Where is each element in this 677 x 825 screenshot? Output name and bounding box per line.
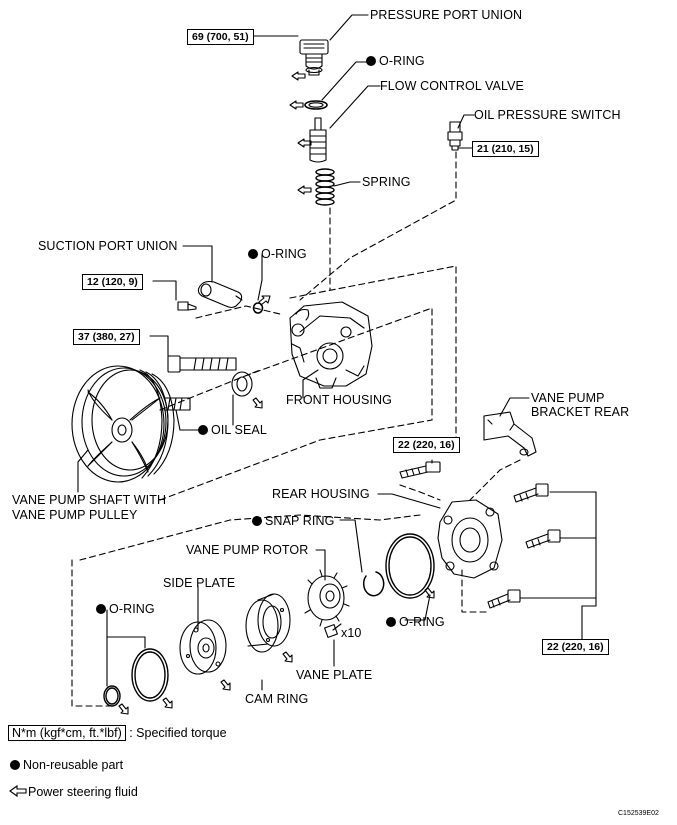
o-ring-left-large [131,648,169,702]
leader-lines [77,14,597,691]
label-o-ring-suction: O-RING [248,247,307,261]
front-housing [289,301,373,389]
label-suction-port-union: SUCTION PORT UNION [38,239,178,253]
non-reusable-dot-icon [366,56,376,66]
label-vane-pump-shaft-2: VANE PUMP PULLEY [12,508,138,522]
suction-bolt [177,301,197,311]
vane-plate [324,624,338,638]
label-vane-pump-bracket-rear-1: VANE PUMP [531,391,605,405]
fluid-arrow [289,100,304,110]
alignment-lines [71,151,521,707]
non-reusable-dot-icon [252,516,262,526]
label-pressure-port-union: PRESSURE PORT UNION [370,8,523,22]
label-snap-ring: SNAP RING [252,514,334,528]
label-vane-plate: VANE PLATE [296,668,373,682]
legend-torque: N*m (kgf*cm, ft.*lbf) : Specified torque [8,725,227,741]
torque-rear-bolts-right: 22 (220, 16) [542,639,609,655]
legend-fluid: Power steering fluid [28,785,138,799]
torque-pressure-port: 69 (700, 51) [187,29,254,45]
rear-bolt-left [399,461,441,479]
label-vane-pump-shaft-1: VANE PUMP SHAFT WITH [12,493,167,507]
label-vane-pump-bracket-rear-2: BRACKET REAR [531,405,630,419]
rear-housing [437,499,503,579]
figure-code: C152539E02 [618,810,659,817]
flow-control-valve [309,117,327,163]
label-oil-pressure-switch: OIL PRESSURE SWITCH [474,108,621,122]
rear-bolts-right [487,483,561,609]
non-reusable-dot-icon [248,249,258,259]
legend-torque-box: N*m (kgf*cm, ft.*lbf) [8,725,126,741]
fluid-arrow [297,185,312,195]
fluid-arrow [162,697,173,709]
vane-pump-pulley [71,365,175,483]
fluid-arrow [297,138,312,148]
non-reusable-dot-icon [386,617,396,627]
vane-pump-shaft [163,397,191,411]
label-cam-ring: CAM RING [245,692,309,706]
o-ring-top [304,100,328,110]
label-front-housing: FRONT HOUSING [286,393,392,407]
fluid-arrow [118,703,129,715]
fluid-arrow [252,397,263,409]
suction-port-union [197,280,243,309]
cam-ring [245,593,291,653]
legend-non-reusable: Non-reusable part [10,758,123,772]
torque-rear-bolt-left: 22 (220, 16) [393,437,460,453]
torque-long-bolt: 37 (380, 27) [73,329,140,345]
fluid-arrow [220,679,231,691]
vane-pump-rotor [304,569,350,627]
legend-torque-desc: : Specified torque [129,726,227,740]
label-o-ring-left: O-RING [96,602,155,616]
fluid-arrow [291,71,306,81]
fluid-arrow [258,295,271,306]
o-ring-suction [252,302,264,314]
label-spring: SPRING [362,175,411,189]
vane-pump-bracket-rear [483,411,537,457]
non-reusable-dot-icon [10,760,20,770]
non-reusable-dot-icon [198,425,208,435]
snap-ring [362,571,385,597]
spring [315,168,335,206]
label-oil-seal: OIL SEAL [198,423,267,437]
fluid-arrow [424,587,435,599]
oil-seal [231,371,253,397]
side-plate [179,619,227,675]
oil-pressure-switch [447,121,463,151]
o-ring-left-small [103,685,121,707]
torque-suction-bolt: 12 (120, 9) [82,274,143,290]
label-vane-pump-rotor: VANE PUMP ROTOR [186,543,309,557]
torque-oil-switch: 21 (210, 15) [472,141,539,157]
pressure-port-union [299,39,329,76]
label-o-ring-top: O-RING [366,54,425,68]
o-ring-right [385,533,435,599]
label-flow-control-valve: FLOW CONTROL VALVE [380,79,524,93]
long-bolt [167,355,237,373]
label-x10: x10 [341,626,362,640]
fluid-arrow [282,651,293,663]
legend-fluid-arrow-icon [9,784,27,798]
non-reusable-dot-icon [96,604,106,614]
label-rear-housing: REAR HOUSING [272,487,370,501]
label-o-ring-right: O-RING [386,615,445,629]
label-side-plate: SIDE PLATE [163,576,236,590]
